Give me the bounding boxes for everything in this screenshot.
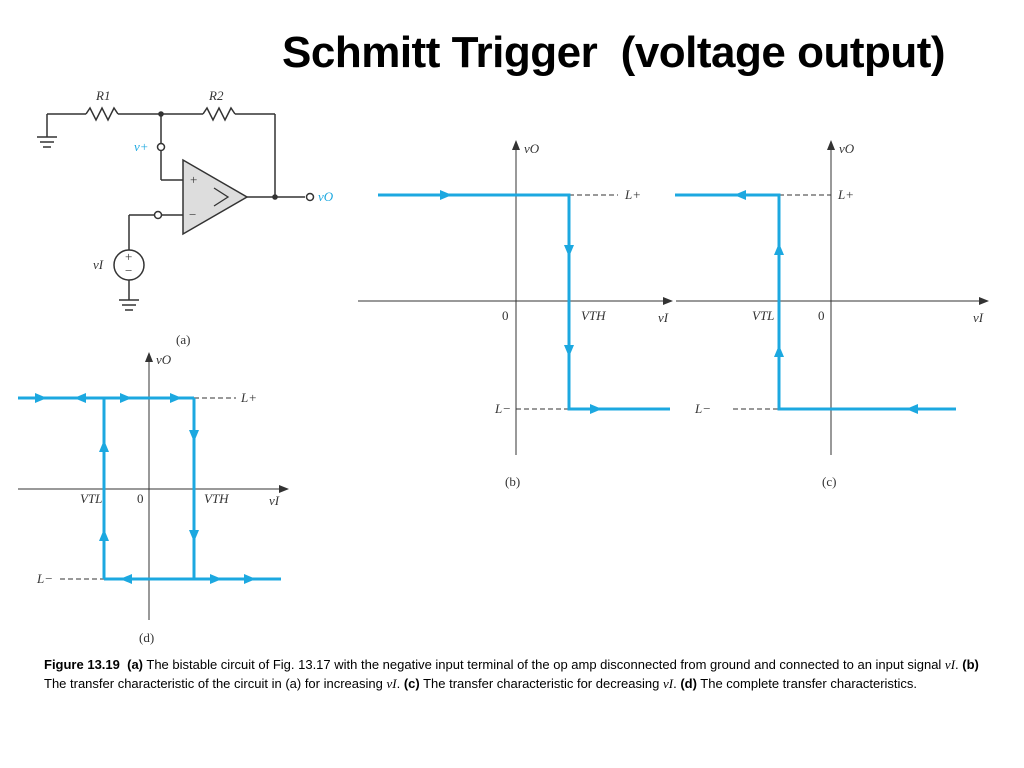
output-terminal	[305, 192, 315, 202]
plot-c-zero-label: 0	[818, 308, 825, 323]
plot-d-arrow-9	[120, 574, 132, 584]
figure-caption: Figure 13.19 (a) The bistable circuit of…	[44, 657, 979, 691]
caption-fig-label: Figure 13.19	[44, 657, 120, 672]
plot-d-vo-label: vO	[156, 352, 172, 367]
plot-d-arrow-2	[74, 393, 86, 403]
plot-b-trace	[378, 193, 670, 411]
caption-d: (d)	[139, 630, 154, 645]
plot-c-arrow-left-top	[734, 190, 746, 200]
resistor-r1	[85, 106, 119, 122]
plot-b: vO L+ L− 0 VTH vI (b)	[358, 140, 673, 489]
plot-d-arrow-3	[120, 393, 132, 403]
caption-c-label: (c)	[403, 676, 420, 691]
source-plus-sign: +	[125, 249, 132, 264]
plot-b-arrow-down-1	[564, 245, 574, 257]
ground-symbol-source	[119, 299, 139, 311]
plot-d-arrow-6	[99, 529, 109, 541]
caption-d-label: (d)	[680, 676, 697, 691]
v-plus-label: v+	[134, 139, 149, 154]
minus-input-terminal	[153, 210, 163, 220]
plot-d-zero-label: 0	[137, 491, 144, 506]
plot-d-arrow-8	[189, 530, 199, 542]
circuit-a	[37, 106, 315, 311]
junction-dot-output	[272, 194, 278, 200]
v-o-label: vO	[318, 189, 334, 204]
caption-b-text: The transfer characteristic of the circu…	[44, 676, 387, 691]
plot-d-arrow-4	[170, 393, 182, 403]
plot-d-vth-label: VTH	[204, 491, 229, 506]
junction-dot-v-plus	[158, 111, 164, 117]
plot-d-l-minus-label: L−	[36, 571, 53, 586]
plot-d-arrow-5	[99, 440, 109, 452]
plot-c-vi-label: vI	[973, 310, 984, 325]
plot-b-arrow-right-bottom	[590, 404, 602, 414]
caption-b-label: (b)	[962, 657, 979, 672]
plot-c-vtl-label: VTL	[752, 308, 774, 323]
plot-b-l-plus-label: L+	[624, 187, 641, 202]
plot-b-arrow-right-top	[440, 190, 452, 200]
plot-b-vth-label: VTH	[581, 308, 606, 323]
plot-c-arrow-up-1	[774, 243, 784, 255]
caption-c: (c)	[822, 474, 836, 489]
r1-label: R1	[95, 88, 110, 103]
plot-d: vO L+ L− 0 VTL VTH vI (d)	[18, 352, 289, 645]
v-i-label: vI	[93, 257, 104, 272]
plot-b-vo-label: vO	[524, 141, 540, 156]
caption-vi-3: vI	[662, 676, 674, 691]
caption-vi-1: vI	[944, 657, 956, 672]
opamp-minus-sign: −	[189, 207, 196, 222]
plot-c: vO L+ L− 0 VTL vI (c)	[675, 140, 989, 489]
plot-b-zero-label: 0	[502, 308, 509, 323]
schmitt-trigger-figure: + − + − R1 R2 v+ vO vI (a) vO L+ L− 0 VT…	[18, 88, 989, 645]
plot-c-l-plus-label: L+	[837, 187, 854, 202]
plot-d-arrow-11	[244, 574, 256, 584]
op-amp	[182, 158, 249, 236]
slide-title: Schmitt Trigger (voltage output)	[282, 28, 946, 77]
plot-d-arrow-10	[210, 574, 222, 584]
plot-b-l-minus-label: L−	[494, 401, 511, 416]
plot-d-vtl-label: VTL	[80, 491, 102, 506]
ground-symbol-left	[37, 114, 57, 148]
plot-c-arrow-left-bottom	[906, 404, 918, 414]
plot-b-arrow-down-2	[564, 345, 574, 357]
plot-c-arrow-up-2	[774, 345, 784, 357]
plot-c-vo-label: vO	[839, 141, 855, 156]
r2-label: R2	[208, 88, 224, 103]
plot-c-l-minus-label: L−	[694, 401, 711, 416]
caption-a: (a)	[176, 332, 190, 347]
source-minus-sign: −	[125, 263, 132, 278]
v-plus-terminal	[156, 142, 166, 152]
caption-a-label: (a)	[127, 657, 143, 672]
plot-d-arrow-1	[35, 393, 47, 403]
comparator-symbol	[213, 187, 230, 207]
plot-c-trace	[675, 193, 956, 411]
caption-a-text: The bistable circuit of Fig. 13.17 with …	[143, 657, 945, 672]
caption-c-text: The transfer characteristic for decreasi…	[419, 676, 663, 691]
plot-d-arrow-7	[189, 430, 199, 442]
resistor-r2	[202, 106, 236, 122]
caption-b: (b)	[505, 474, 520, 489]
plot-b-vi-label: vI	[658, 310, 669, 325]
plot-d-l-plus-label: L+	[240, 390, 257, 405]
caption-d-text: The complete transfer characteristics.	[696, 676, 918, 691]
caption-vi-2: vI	[386, 676, 397, 691]
plot-d-vi-label: vI	[269, 493, 280, 508]
opamp-plus-sign: +	[190, 172, 197, 187]
